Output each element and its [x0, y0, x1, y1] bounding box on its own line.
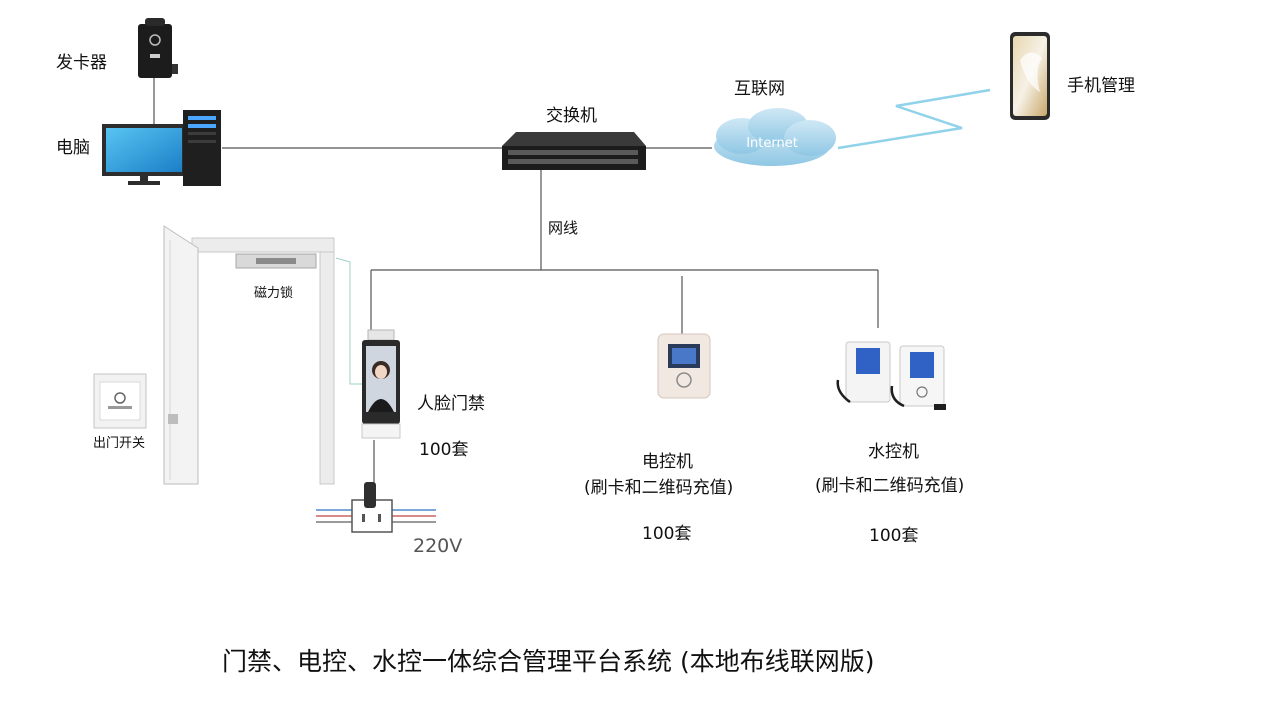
water-control-device	[836, 341, 946, 410]
electric-sub-label: (刷卡和二维码充值)	[584, 478, 734, 498]
electric-control-device	[657, 333, 711, 399]
phone-label: 手机管理	[1067, 76, 1135, 96]
connection-lines	[153, 78, 879, 488]
computer-label: 电脑	[56, 138, 90, 158]
card-issuer-label: 发卡器	[56, 53, 107, 73]
exit-button-device	[93, 373, 147, 429]
internet-label: 互联网	[734, 79, 785, 99]
switch-label: 交换机	[546, 106, 597, 126]
electric-label: 电控机	[642, 452, 693, 472]
switch-device	[502, 132, 646, 170]
power-socket-device	[316, 482, 436, 533]
lock-wire	[335, 257, 362, 385]
power-label: 220V	[413, 535, 463, 557]
face-count: 100套	[419, 440, 469, 460]
network-cable-label: 网线	[548, 219, 579, 237]
electric-count: 100套	[642, 524, 692, 544]
footer-title: 门禁、电控、水控一体综合管理平台系统 (本地布线联网版)	[222, 647, 875, 676]
magnetic-lock-device	[235, 253, 317, 269]
internet-cloud-label: Internet	[746, 136, 798, 151]
phone-device	[1010, 32, 1050, 120]
water-label: 水控机	[868, 442, 919, 462]
water-sub-label: (刷卡和二维码充值)	[815, 476, 965, 496]
door-frame	[163, 225, 335, 485]
exit-button-label: 出门开关	[93, 436, 146, 451]
face-terminal-device	[361, 329, 401, 439]
face-access-label: 人脸门禁	[417, 394, 485, 414]
computer-device	[102, 110, 221, 186]
card-issuer-device	[138, 18, 178, 78]
internet-cloud: Internet	[714, 108, 836, 166]
mag-lock-label: 磁力锁	[254, 286, 294, 301]
wireless-link	[837, 88, 991, 150]
water-count: 100套	[869, 526, 919, 546]
